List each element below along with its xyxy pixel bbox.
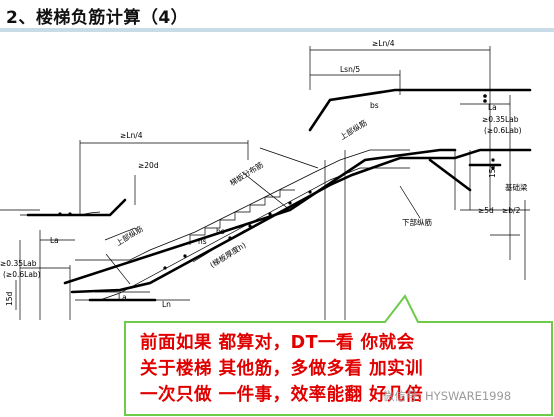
label-06-right: (≥0.6Lab) xyxy=(484,126,522,135)
label-lower-rebar: 下部纵筋 xyxy=(402,217,432,227)
top-upper-rebar xyxy=(308,88,532,132)
label-upper-rebar-left: 上部纵筋 xyxy=(114,223,145,248)
label-bs-top: bs xyxy=(370,101,379,110)
label-upper-rebar-right: 上部纵筋 xyxy=(338,117,369,142)
label-ge20d: ≥20d xyxy=(138,161,159,170)
distribution-bar-dots xyxy=(58,94,495,270)
callout-line-1: 前面如果 都算对，DT一看 你就会 xyxy=(140,333,415,353)
label-ge-b2: ≥b/2 xyxy=(502,206,521,215)
label-hs: hs xyxy=(198,237,207,246)
label-035-right: ≥0.35Lab xyxy=(482,115,519,124)
label-la-left: La xyxy=(50,236,59,245)
callout-text: 前面如果 都算对，DT一看 你就会 关于楼梯 其他筋，多做多看 加实训 一次只做… xyxy=(140,330,550,408)
slab-upper-rebar xyxy=(63,148,457,285)
right-crank-rebar xyxy=(428,158,472,192)
label-035-left: ≥0.35Lab xyxy=(0,259,37,268)
callout-line-2: 关于楼梯 其他筋，多做多看 加实训 xyxy=(140,359,424,379)
watermark: 微信号: HYSWARE1998 xyxy=(383,389,512,403)
label-foundation: 基础梁 xyxy=(505,182,528,192)
label-top-ln4: ≥Ln/4 xyxy=(372,39,395,48)
label-la-right: La xyxy=(488,103,497,112)
title-underline-bar xyxy=(0,28,554,32)
callout-box xyxy=(124,294,553,416)
left-upper-rebar xyxy=(26,198,127,217)
label-distribution: 梯板分布筋 xyxy=(228,159,266,188)
label-thickness: (梯板厚度h) xyxy=(208,240,248,270)
label-bs-mid: bs xyxy=(216,227,225,236)
label-ln-ratio: Lsn/5 xyxy=(340,65,360,74)
label-15d-right: 15d xyxy=(488,163,497,178)
label-la-bottom: La xyxy=(118,293,127,302)
label-ge5d: ≥5d xyxy=(478,206,494,215)
label-06-left: (≥0.6Lab) xyxy=(3,270,41,279)
label-ln-bottom: Ln xyxy=(162,300,171,309)
label-left-ln4: ≥Ln/4 xyxy=(120,131,143,140)
slide-title: 2、楼梯负筋计算（4） xyxy=(6,8,189,28)
label-15d-left: 15d xyxy=(5,291,14,306)
slab-lower-rebar xyxy=(70,148,532,294)
callout-line-3: 一次只做 一件事，效率能翻 好几倍 xyxy=(140,385,424,405)
rebars xyxy=(26,88,532,302)
